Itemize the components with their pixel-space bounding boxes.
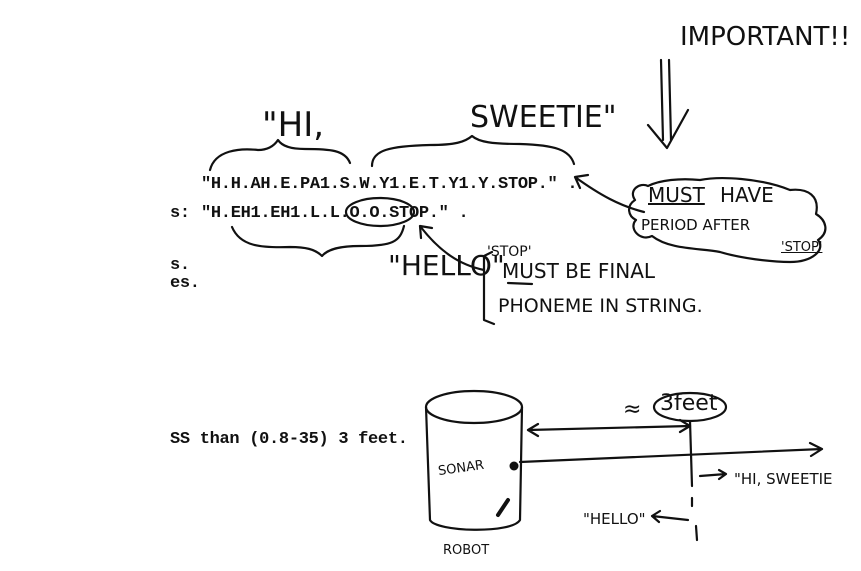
sonar-beam-arrow: [520, 443, 822, 462]
diagram-robot-label: ROBOT: [443, 543, 489, 558]
note-period-after: PERIOD AFTER: [641, 216, 750, 234]
small-tick-1: [696, 526, 697, 540]
stop-token: STOP.: [389, 204, 439, 223]
robot-mark: [498, 500, 508, 515]
typed-line-5: SS than (0.8-35) 3 feet.: [170, 430, 408, 449]
phoneme-string-hello: "H.EH1.EH1.L.L.O.O.: [201, 204, 389, 223]
threshold-line: [690, 421, 692, 506]
phoneme-string-sweetie: "H.H.AH.E.PA1.S.W.Y1.E.T.Y1.Y.STOP." .: [201, 175, 577, 194]
note-must: MUST: [648, 183, 705, 207]
note-stop-quoted: 'STOP': [781, 240, 822, 255]
annotation-hi: "HI,: [262, 105, 324, 145]
note-phoneme: PHONEME IN STRING.: [498, 295, 703, 317]
range-double-arrow: [528, 420, 690, 436]
typed-line-3: s.: [170, 256, 190, 275]
note-must-be-final: MUST BE FINAL: [502, 259, 655, 283]
diagram-approx-symbol: ≈: [623, 397, 641, 422]
diagram-three-feet: 3feet: [660, 391, 717, 416]
arrow-to-hi-sweetie: [700, 470, 726, 479]
annotation-important: IMPORTANT!!: [680, 22, 850, 52]
typed-line-2: s: "H.EH1.EH1.L.L.O.O.STOP." .: [201, 204, 468, 223]
note-stop-label: 'STOP': [487, 244, 532, 260]
typed-line-4: es.: [170, 274, 200, 293]
diagram-hello: "HELLO": [583, 510, 646, 528]
brace-hello: [232, 226, 404, 256]
important-arrow: [648, 60, 688, 148]
robot-top: [426, 391, 522, 423]
annotation-sweetie: SWEETIE": [470, 100, 617, 135]
must-underline: [508, 283, 532, 284]
sonar-dot: [510, 462, 519, 471]
note-have: HAVE: [720, 183, 774, 207]
brace-sweetie: [372, 136, 574, 166]
arrow-to-sweetie-period: [575, 175, 644, 212]
diagram-hi-sweetie: "HI, SWEETIE: [734, 470, 833, 488]
line-prefix: s:: [170, 204, 200, 223]
diagram-sonar-label: SONAR: [437, 458, 485, 479]
line-2-end: " .: [439, 204, 469, 223]
arrow-to-hello: [652, 511, 688, 522]
